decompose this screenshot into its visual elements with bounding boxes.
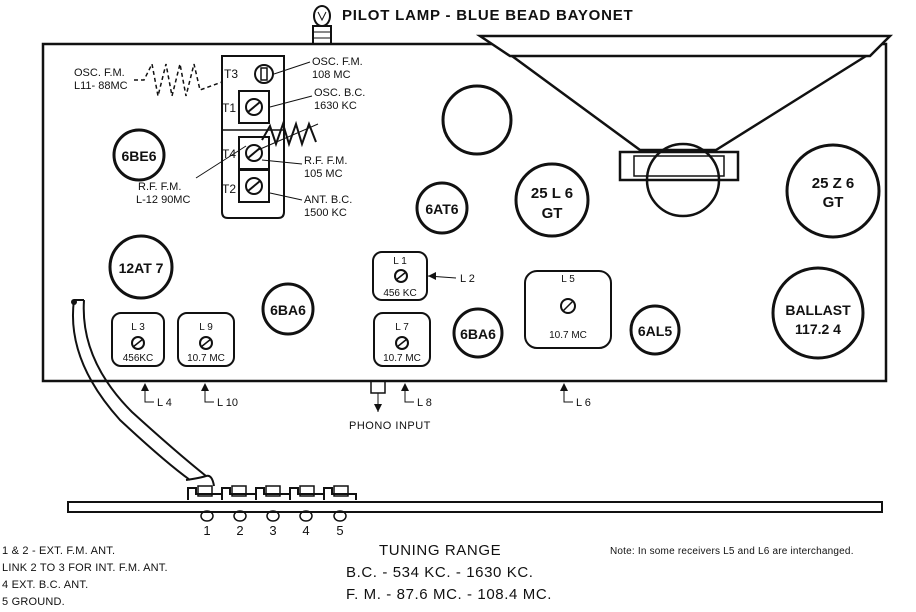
tube-25z6-line2: GT [823,194,844,211]
label-l4: L 4 [157,397,172,409]
terminal-legend: 1 & 2 - EXT. F.M. ANT. LINK 2 TO 3 FOR I… [2,543,168,611]
terminal-3-label: 3 [269,523,276,538]
trimmer-t3-line1: OSC. F.M. [312,56,363,68]
trimmer-t2-line2: 1500 KC [304,207,347,219]
coil-l1-id: L 1 [393,256,407,267]
trimmer-t1-line2: 1630 KC [314,100,357,112]
terminal-strip [187,485,357,500]
label-l8: L 8 [417,397,432,409]
tuning-range-heading: TUNING RANGE [379,542,502,559]
trimmer-t4-line2: 105 MC [304,168,343,180]
tube-6ba6-right: 6BA6 [460,326,496,342]
legend-line: LINK 2 TO 3 FOR INT. F.M. ANT. [2,562,168,574]
terminal-5-label: 5 [336,523,343,538]
osc-fm-left-line2: L11- 88MC [74,80,128,92]
terminal-board [67,501,883,513]
tube-ballast-line2: 117.2 4 [795,321,841,337]
trimmer-t3-line2: 108 MC [312,69,351,81]
coil-l7-freq: 10.7 MC [383,353,421,364]
interchange-note: Note: In some receivers L5 and L6 are in… [610,546,854,557]
terminal-1-label: 1 [203,523,210,538]
label-l10: L 10 [217,397,238,409]
legend-line: 1 & 2 - EXT. F.M. ANT. [2,545,116,557]
tube-6al5: 6AL5 [638,323,672,339]
rf-fm-left-line2: L-12 90MC [136,194,190,206]
terminal-screws [200,510,347,522]
rf-fm-left-line1: R.F. F.M. [138,181,181,193]
legend-line: 4 EXT. B.C. ANT. [2,579,89,591]
coil-l3-id: L 3 [131,322,145,333]
chassis-outline [41,42,888,383]
trimmer-t3-id: T3 [224,67,238,81]
pilot-lamp-label: PILOT LAMP - BLUE BEAD BAYONET [342,7,634,24]
osc-fm-coil [134,61,223,97]
tuning-range: TUNING RANGE B.C. - 534 KC. - 1630 KC. F… [346,540,552,606]
coil-l5-id: L 5 [561,274,575,285]
tuning-range-bc: B.C. - 534 KC. - 1630 KC. [346,564,534,581]
trimmer-t4-id: T4 [222,147,236,161]
trimmer-t4-line1: R.F. F.M. [304,155,347,167]
legend-line: 5 GROUND. [2,596,65,608]
coil-l9-id: L 9 [199,322,213,333]
coil-l9-freq: 10.7 MC [187,353,225,364]
trimmer-bracket [221,55,285,219]
coil-l3-freq: 456KC [123,353,154,364]
tube-25l6-line2: GT [542,205,563,222]
osc-fm-left-line1: OSC. F.M. [74,67,125,79]
tube-25z6-line1: 25 Z 6 [812,175,855,192]
trimmer-t1-line1: OSC. B.C. [314,87,365,99]
coil-l7-id: L 7 [395,322,409,333]
tube-ballast-line1: BALLAST [785,302,851,318]
rf-fm-coil [261,120,317,148]
antenna-lead [72,299,191,481]
tube-12at7: 12AT 7 [119,260,164,276]
tube-25l6-line1: 25 L 6 [531,185,573,202]
coil-l1-freq: 456 KC [383,288,416,299]
pilot-lamp [312,5,332,45]
trimmer-t2-line1: ANT. B.C. [304,194,352,206]
tube-6at6: 6AT6 [425,201,458,217]
tuning-range-fm: F. M. - 87.6 MC. - 108.4 MC. [346,586,553,603]
blank-socket [441,84,513,156]
terminal-4-label: 4 [302,523,309,538]
trimmer-t1-id: T1 [222,101,236,115]
coil-l2-label: L 2 [460,273,475,285]
tube-6be6: 6BE6 [121,148,156,164]
label-phono-input: PHONO INPUT [349,420,431,432]
speaker [475,34,894,218]
tube-6ba6-left: 6BA6 [270,302,306,318]
trimmer-t2-id: T2 [222,182,236,196]
coil-l5-freq: 10.7 MC [549,330,587,341]
label-l6: L 6 [576,397,591,409]
bottom-leaders [141,380,573,412]
terminal-2-label: 2 [236,523,243,538]
